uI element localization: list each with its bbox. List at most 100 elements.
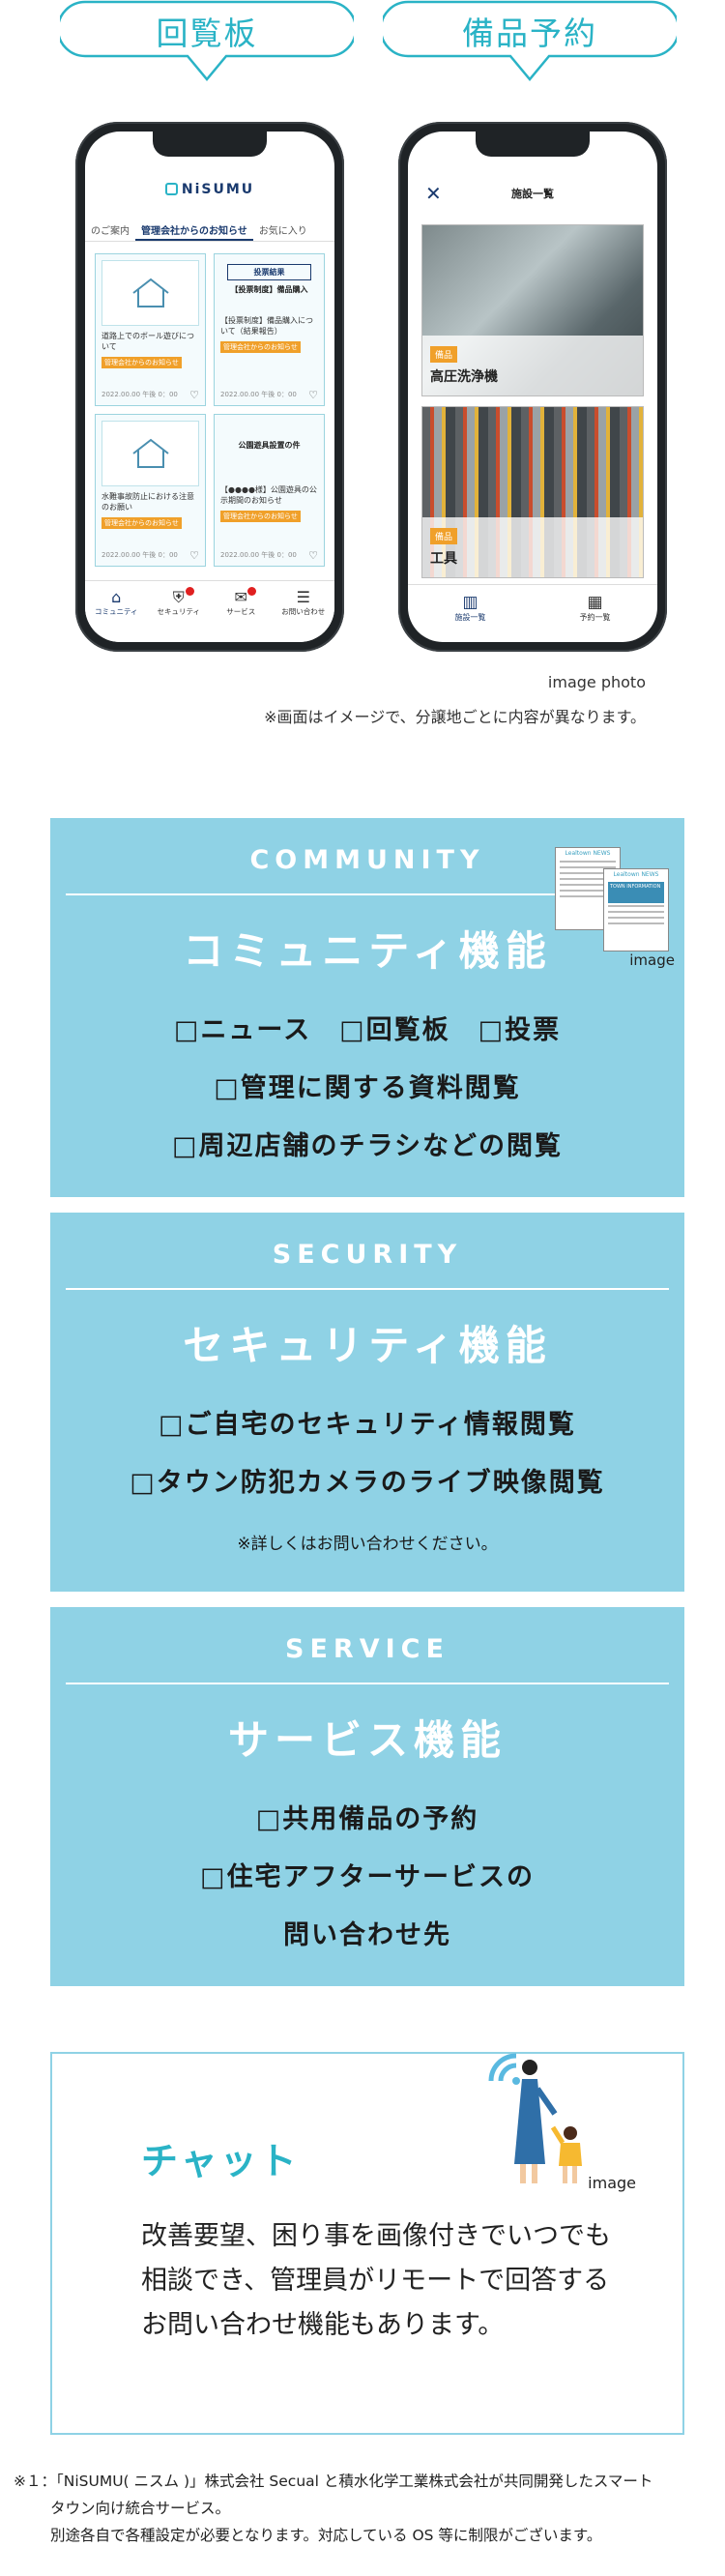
category-chip: 管理会社からのお知らせ	[220, 340, 301, 353]
nav-contact[interactable]: ☰お問い合わせ	[275, 589, 333, 642]
tag-kairanban: 回覧板	[60, 0, 354, 83]
section-en-title: COMMUNITY	[249, 845, 485, 875]
tag-label: 備品予約	[462, 15, 597, 52]
card-date: 2022.00.00 午後 0：00	[220, 391, 297, 398]
footnote: ※１：「NiSUMU( ニスム )」株式会社 Secual と積水化学工業株式会…	[14, 2468, 725, 2549]
tag-frame	[383, 0, 677, 81]
feature-item: 問い合わせ先	[283, 1920, 451, 1950]
heart-icon[interactable]: ♡	[308, 549, 318, 562]
feature-item: □タウン防犯カメラのライブ映像閲覧	[130, 1468, 605, 1498]
family-wifi-illustration	[462, 2038, 626, 2193]
phone-screen: NiSUMU のご案内 管理会社からのお知らせ お気に入り 道路上でのボール遊び…	[85, 132, 334, 642]
tab-guide[interactable]: のご案内	[91, 226, 130, 237]
community-section: COMMUNITY コミュニティ機能 Lealtown NEWS Lealtow…	[50, 818, 684, 1197]
section-ja-title: コミュニティ機能	[183, 927, 552, 975]
card-head: 公園遊具設置の件	[238, 441, 301, 450]
home-icon: ⌂	[111, 588, 122, 606]
section-divider	[66, 1683, 669, 1684]
feature-item: □管理に関する資料閲覧	[214, 1073, 521, 1103]
card-title: 水難事故防止における注意のお願い	[102, 492, 194, 512]
image-label: image	[629, 951, 675, 969]
bottom-nav: ⌂コミュニティ ⛨セキュリティ ✉サービス ☰お問い合わせ	[85, 580, 334, 642]
notification-badge	[185, 587, 194, 596]
facility-name: 高圧洗浄機	[430, 369, 498, 385]
facility-list-header: ✕ 施設一覧	[408, 182, 657, 215]
feature-item: □ご自宅のセキュリティ情報閲覧	[159, 1410, 576, 1440]
close-icon[interactable]: ✕	[425, 182, 442, 205]
section-ja-title: サービス機能	[227, 1716, 507, 1764]
notice-grid: 道路上でのボール遊びについて 管理会社からのお知らせ 2022.00.00 午後…	[95, 253, 325, 567]
phone-bihin-yoyaku: ✕ 施設一覧 備品 高圧洗浄機 備品 工具 ▥施設一覧 ▦予約一覧	[398, 122, 667, 652]
disclaimer-caption: ※画面はイメージで、分譲地ごとに内容が異なります。	[264, 708, 646, 726]
notice-card[interactable]: 水難事故防止における注意のお願い 管理会社からのお知らせ 2022.00.00 …	[95, 414, 206, 567]
image-label: image	[588, 2174, 636, 2192]
shield-icon: ⛨	[172, 588, 185, 606]
house-thumbnail	[102, 421, 199, 486]
facility-card-tools[interactable]: 備品 工具	[421, 406, 644, 578]
tag-frame	[60, 0, 354, 81]
feature-list: □ニュース □回覧板 □投票 □管理に関する資料閲覧 □周辺店舗のチラシなどの閲…	[50, 1002, 684, 1176]
family-icon	[488, 2053, 582, 2183]
chat-title: チャット	[141, 2140, 300, 2182]
facility-card-pressure-washer[interactable]: 備品 高圧洗浄機	[421, 224, 644, 396]
card-date: 2022.00.00 午後 0：00	[102, 551, 178, 559]
chat-description: 改善要望、困り事を画像付きでいつでも相談でき、管理員がリモートで回答するお問い合…	[141, 2221, 611, 2340]
section-divider	[66, 893, 669, 895]
feature-item: □共用備品の予約	[255, 1804, 479, 1834]
footnote-line: タウン向け統合サービス。	[50, 2500, 231, 2517]
category-chip: 管理会社からのお知らせ	[102, 356, 182, 368]
service-icon: ✉	[234, 588, 247, 606]
app-logo: NiSUMU	[85, 182, 334, 197]
feature-item: □住宅アフターサービスの	[200, 1862, 535, 1892]
feature-list: □ご自宅のセキュリティ情報閲覧 □タウン防犯カメラのライブ映像閲覧	[50, 1396, 684, 1512]
notification-badge	[247, 587, 257, 596]
notice-card[interactable]: 道路上でのボール遊びについて 管理会社からのお知らせ 2022.00.00 午後…	[95, 253, 206, 406]
feature-list: □共用備品の予約 □住宅アフターサービスの 問い合わせ先	[50, 1791, 684, 1965]
facility-name: 工具	[430, 551, 457, 567]
tag-label: 回覧板	[156, 15, 258, 52]
list-icon: ☰	[296, 588, 310, 606]
heart-icon[interactable]: ♡	[189, 549, 199, 562]
image-photo-caption: image photo	[547, 673, 646, 691]
notice-card[interactable]: 投票結果 【投票制度】備品購入 【投票制度】備品購入について（結果報告） 管理会…	[214, 253, 325, 406]
card-date: 2022.00.00 午後 0：00	[220, 551, 297, 559]
nav-reservation-list[interactable]: ▦予約一覧	[579, 593, 611, 622]
feature-item: □ニュース □回覧板 □投票	[173, 1015, 562, 1045]
card-date: 2022.00.00 午後 0：00	[102, 391, 178, 398]
phone-screen: ✕ 施設一覧 備品 高圧洗浄機 備品 工具 ▥施設一覧 ▦予約一覧	[408, 132, 657, 642]
heart-icon[interactable]: ♡	[189, 389, 199, 401]
tag-bihin-yoyaku: 備品予約	[383, 0, 677, 83]
card-title: 道路上でのボール遊びについて	[102, 332, 194, 351]
bottom-nav: ▥施設一覧 ▦予約一覧	[408, 584, 657, 642]
nav-service[interactable]: ✉サービス	[212, 587, 270, 642]
nav-community[interactable]: ⌂コミュニティ	[87, 589, 145, 642]
notice-card[interactable]: 公園遊具設置の件 【●●●●様】公園遊具の公示期間のお知らせ 管理会社からのお知…	[214, 414, 325, 567]
vote-result-label: 投票結果	[227, 264, 311, 280]
nav-security[interactable]: ⛨セキュリティ	[150, 587, 208, 642]
tab-management-notice[interactable]: 管理会社からのお知らせ	[135, 217, 253, 241]
building-icon: ▥	[462, 593, 478, 612]
tab-bar: のご案内 管理会社からのお知らせ お気に入り	[85, 217, 334, 242]
security-note: ※詳しくはお問い合わせください。	[237, 1535, 498, 1554]
phone-kairanban: NiSUMU のご案内 管理会社からのお知らせ お気に入り 道路上でのボール遊び…	[75, 122, 344, 652]
tab-favorites[interactable]: お気に入り	[258, 226, 307, 237]
card-title: 【●●●●様】公園遊具の公示期間のお知らせ	[220, 485, 317, 505]
category-chip: 管理会社からのお知らせ	[220, 510, 301, 522]
calendar-icon: ▦	[587, 593, 603, 612]
nav-facility-list[interactable]: ▥施設一覧	[454, 593, 486, 622]
logo-mark-icon	[164, 183, 178, 195]
security-section: SECURITY セキュリティ機能 □ご自宅のセキュリティ情報閲覧 □タウン防犯…	[50, 1213, 684, 1592]
card-title: 【投票制度】備品購入について（結果報告）	[220, 316, 313, 336]
category-chip: 管理会社からのお知らせ	[102, 516, 182, 529]
facility-chip: 備品	[430, 528, 458, 544]
house-icon	[131, 278, 169, 307]
card-head: 【投票制度】備品購入	[230, 285, 308, 294]
phone-notch	[153, 132, 267, 157]
facility-overlay: 備品 工具	[422, 517, 643, 577]
facility-overlay: 備品 高圧洗浄機	[422, 336, 643, 395]
heart-icon[interactable]: ♡	[308, 389, 318, 401]
house-icon	[131, 438, 169, 468]
section-en-title: SECURITY	[272, 1240, 463, 1270]
